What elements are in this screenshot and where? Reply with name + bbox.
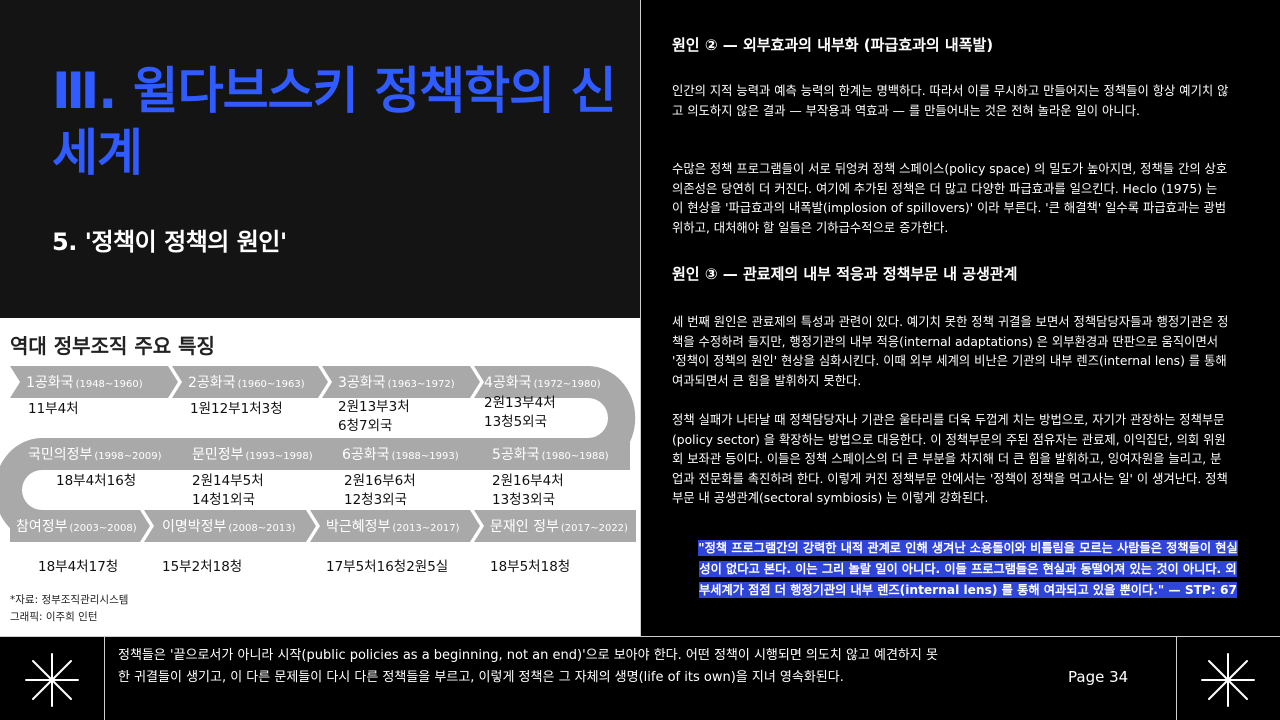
step-count: 2원13부3처 6청7외국 xyxy=(338,399,410,434)
section-heading-cause-3: 원인 ③ — 관료제의 내부 적응과 정책부문 내 공생관계 xyxy=(672,265,1018,283)
road-seg-8 xyxy=(40,438,183,470)
step-label: 5공화국(1980~1988) xyxy=(492,447,609,463)
footer-divider xyxy=(0,636,1280,637)
step-label: 4공화국(1972~1980) xyxy=(484,375,601,391)
step-count: 2원16부4처 13청3외국 xyxy=(492,473,564,508)
paragraph: 인간의 지적 능력과 예측 능력의 한계는 명백하다. 따라서 이를 무시하고 … xyxy=(672,84,1229,118)
road-seg-6 xyxy=(323,438,488,470)
road-seg-4 xyxy=(474,366,590,398)
asterisk-star-icon xyxy=(1201,653,1255,707)
timeline-road xyxy=(0,366,636,542)
road-seg-3 xyxy=(322,366,480,398)
road-seg-5 xyxy=(475,438,630,470)
page-subtitle: 5. '정책이 정책의 원인' xyxy=(52,228,287,256)
road-seg-9 xyxy=(10,510,150,542)
step-count: 17부5처16청2원5실 xyxy=(326,559,449,575)
step-count: 18부4처16청 xyxy=(56,473,137,489)
road-seg-10 xyxy=(144,510,316,542)
step-count: 1원12부1처3청 xyxy=(190,401,283,417)
title-panel xyxy=(0,0,640,318)
footer-divider-left xyxy=(104,637,105,720)
step-label: 참여정부(2003~2008) xyxy=(16,519,137,535)
asterisk-star-icon xyxy=(25,653,79,707)
paragraph: 세 번째 원인은 관료제의 특성과 관련이 있다. 예기치 못한 정책 귀결을 … xyxy=(672,315,1229,388)
road-seg-2 xyxy=(172,366,328,398)
road-seg-12 xyxy=(474,510,636,542)
highlighted-quote: "정책 프로그램간의 강력한 내적 관계로 인해 생겨난 소용돌이와 비틀림을 … xyxy=(698,540,1238,598)
step-label: 박근혜정부(2013~2017) xyxy=(326,519,460,535)
government-timeline-figure: 역대 정부조직 주요 특징 1공화국(1948~1960) 2공화국(1960~… xyxy=(0,318,640,636)
figure-source: *자료: 정부조직관리시스템 그래픽: 이주희 인턴 xyxy=(10,592,128,626)
footer-summary: 정책들은 '끝으로서가 아니라 시작(public policies as a … xyxy=(118,648,938,685)
road-seg-11 xyxy=(310,510,480,542)
road-seg-7 xyxy=(170,438,336,470)
step-label: 2공화국(1960~1963) xyxy=(188,375,305,391)
step-count: 18부4처17청 xyxy=(38,559,119,575)
step-count: 15부2처18청 xyxy=(162,559,243,575)
step-label: 국민의정부(1998~2009) xyxy=(28,447,162,463)
step-label: 이명박정부(2008~2013) xyxy=(162,519,296,535)
section-heading-cause-2: 원인 ② — 외부효과의 내부화 (파급효과의 내폭발) xyxy=(672,36,994,54)
paragraph: 수많은 정책 프로그램들이 서로 뒤엉켜 정책 스페이스(policy spac… xyxy=(672,162,1228,235)
step-label: 3공화국(1963~1972) xyxy=(338,375,455,391)
footer-divider-right xyxy=(1176,637,1177,720)
step-count: 2원16부6처 12청3외국 xyxy=(344,473,416,508)
road-seg-1 xyxy=(10,366,178,398)
step-count: 2원14부5처 14청1외국 xyxy=(192,473,264,508)
step-count: 2원13부4처 13청5외국 xyxy=(484,395,556,430)
graphic-credit: 그래픽: 이주희 인턴 xyxy=(10,611,98,623)
step-label: 6공화국(1988~1993) xyxy=(342,447,459,463)
page-title: Ⅲ. 윌다브스키 정책학의 신세계 xyxy=(52,62,616,182)
step-count: 11부4처 xyxy=(28,401,79,417)
figure-title: 역대 정부조직 주요 특징 xyxy=(10,334,215,358)
step-count: 18부5처18청 xyxy=(490,559,571,575)
source-note: *자료: 정부조직관리시스템 xyxy=(10,594,129,606)
step-label: 문민정부(1993~1998) xyxy=(192,447,313,463)
step-label: 문재인 정부(2017~2022) xyxy=(490,519,628,535)
paragraph: 정책 실패가 나타날 때 정책담당자나 기관은 울타리를 더욱 두껍게 치는 방… xyxy=(672,413,1228,505)
step-label: 1공화국(1948~1960) xyxy=(26,375,143,391)
page-number: Page 34 xyxy=(1068,668,1129,686)
column-divider xyxy=(640,0,641,637)
